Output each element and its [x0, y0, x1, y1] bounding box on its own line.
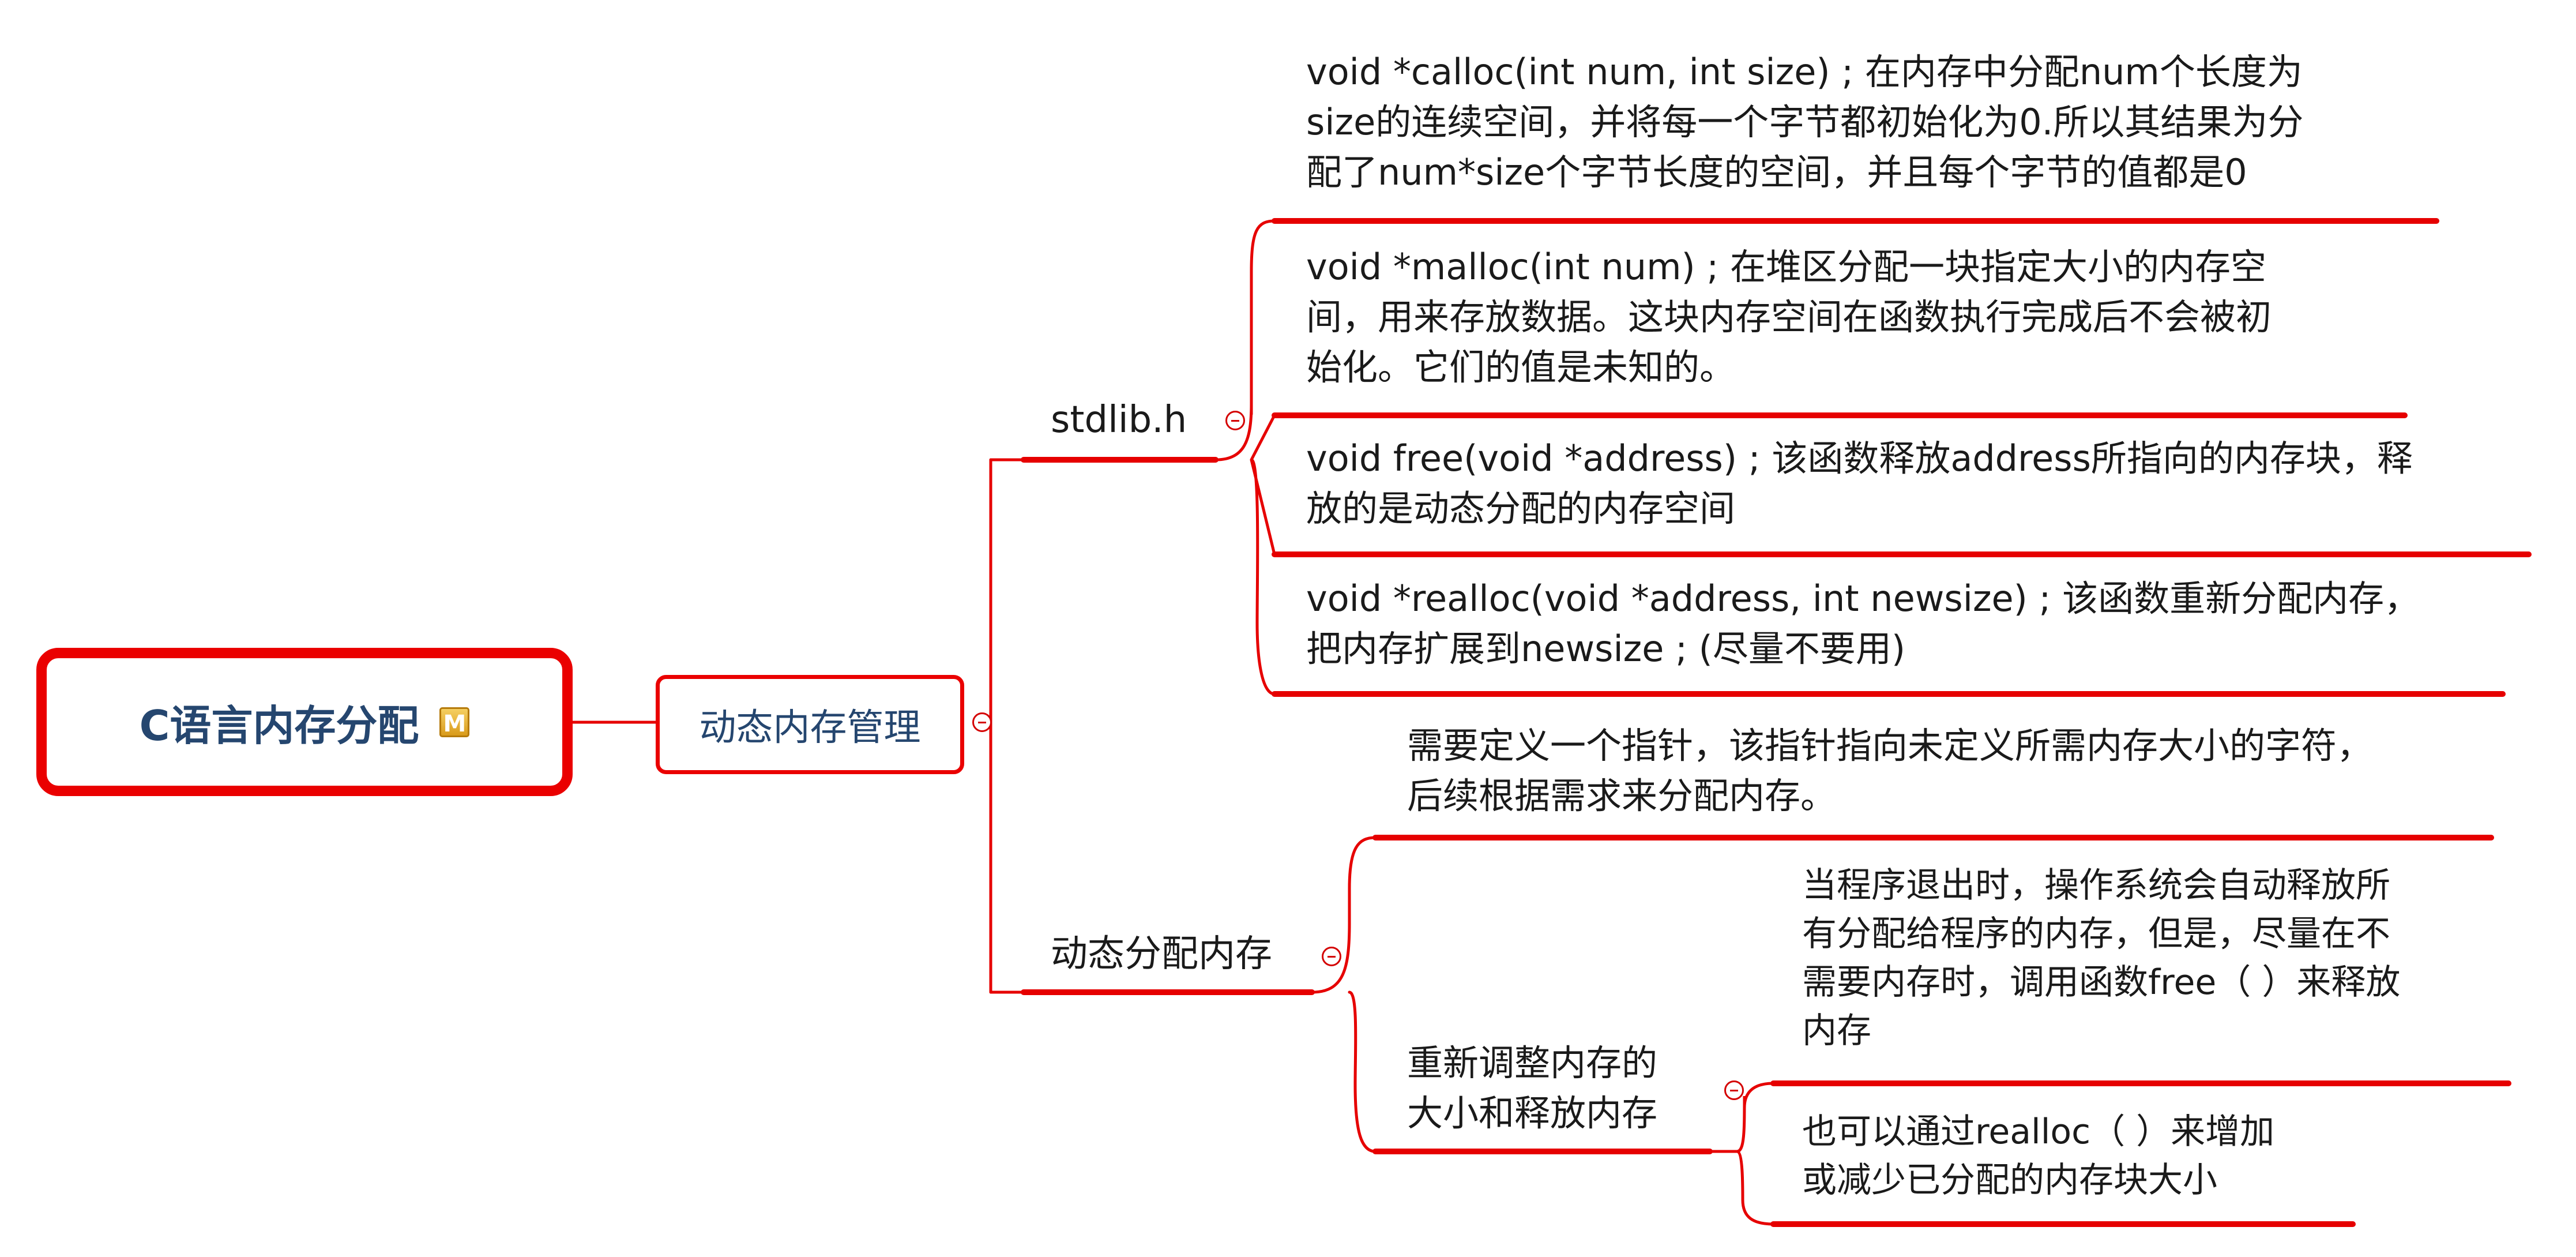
root-topic[interactable]: C语言内存分配 M — [36, 648, 573, 796]
leaf-line: 需要定义一个指针，该指针指向未定义所需内存大小的字符， — [1407, 725, 2373, 767]
leaf-line: 需要内存时，调用函数free（ ）来释放 — [1802, 962, 2401, 1003]
leaf-calloc[interactable]: void *calloc(int num, int size) ; 在内存中分配… — [1306, 47, 2303, 197]
leaf-realloc-note[interactable]: 也可以通过realloc（ ）来增加 或减少已分配的内存块大小 — [1802, 1108, 2274, 1205]
collapse-icon-resize[interactable] — [1724, 1080, 1744, 1100]
leaf-realloc[interactable]: void *realloc(void *address, int newsize… — [1306, 574, 2420, 674]
leaf-line: 间，用来存放数据。这块内存空间在函数执行完成后不会被初 — [1306, 295, 2272, 338]
leaf-line: 重新调整内存的 — [1407, 1042, 1658, 1084]
collapse-icon-main[interactable] — [972, 712, 992, 732]
leaf-line: 当程序退出时，操作系统会自动释放所 — [1802, 865, 2390, 906]
leaf-line: void *malloc(int num) ; 在堆区分配一块指定大小的内存空 — [1306, 246, 2266, 288]
leaf-line: 有分配给程序的内存，但是，尽量在不 — [1802, 914, 2390, 954]
leaf-pointer-note[interactable]: 需要定义一个指针，该指针指向未定义所需内存大小的字符， 后续根据需求来分配内存。 — [1407, 721, 2372, 821]
collapse-icon-stdlib[interactable] — [1225, 411, 1245, 430]
branch-dynamic[interactable]: 动态分配内存 — [1051, 933, 1272, 975]
root-label: C语言内存分配 — [139, 701, 419, 750]
leaf-line: 后续根据需求来分配内存。 — [1407, 774, 1837, 817]
leaf-line: 放的是动态分配的内存空间 — [1306, 487, 1736, 530]
leaf-exit-note[interactable]: 当程序退出时，操作系统会自动释放所 有分配给程序的内存，但是，尽量在不 需要内存… — [1802, 861, 2400, 1055]
main-topic[interactable]: 动态内存管理 — [656, 675, 964, 774]
leaf-free[interactable]: void free(void *address) ; 该函数释放address所… — [1306, 434, 2413, 534]
leaf-line: 配了num*size个字节长度的空间，并且每个字节的值都是0 — [1306, 151, 2247, 193]
leaf-line: 大小和释放内存 — [1407, 1091, 1658, 1134]
leaf-line: 或减少已分配的内存块大小 — [1802, 1160, 2217, 1200]
branch-stdlib[interactable]: stdlib.h — [1051, 399, 1187, 441]
connector-stdlib-leaves — [1214, 219, 1276, 696]
leaf-line: void free(void *address) ; 该函数释放address所… — [1306, 437, 2413, 479]
subtopic-resize[interactable]: 重新调整内存的 大小和释放内存 — [1407, 1038, 1657, 1139]
marker-icon: M — [439, 707, 470, 737]
leaf-line: 始化。它们的值是未知的。 — [1306, 346, 1736, 388]
leaf-line: void *realloc(void *address, int newsize… — [1306, 577, 2420, 620]
leaf-line: 内存 — [1802, 1011, 1871, 1051]
connector-dynamic-children — [1310, 836, 1377, 1153]
leaf-line: 把内存扩展到newsize ; (尽量不要用) — [1306, 627, 1906, 670]
collapse-icon-dynamic[interactable] — [1322, 947, 1341, 966]
connector-resize-children — [1708, 1082, 1775, 1226]
leaf-malloc[interactable]: void *malloc(int num) ; 在堆区分配一块指定大小的内存空 … — [1306, 242, 2272, 392]
leaf-line: void *calloc(int num, int size) ; 在内存中分配… — [1306, 51, 2303, 93]
leaf-line: 也可以通过realloc（ ）来增加 — [1802, 1112, 2275, 1152]
leaf-line: size的连续空间，并将每一个字节都初始化为0.所以其结果为分 — [1306, 100, 2304, 143]
main-topic-label: 动态内存管理 — [699, 707, 921, 749]
